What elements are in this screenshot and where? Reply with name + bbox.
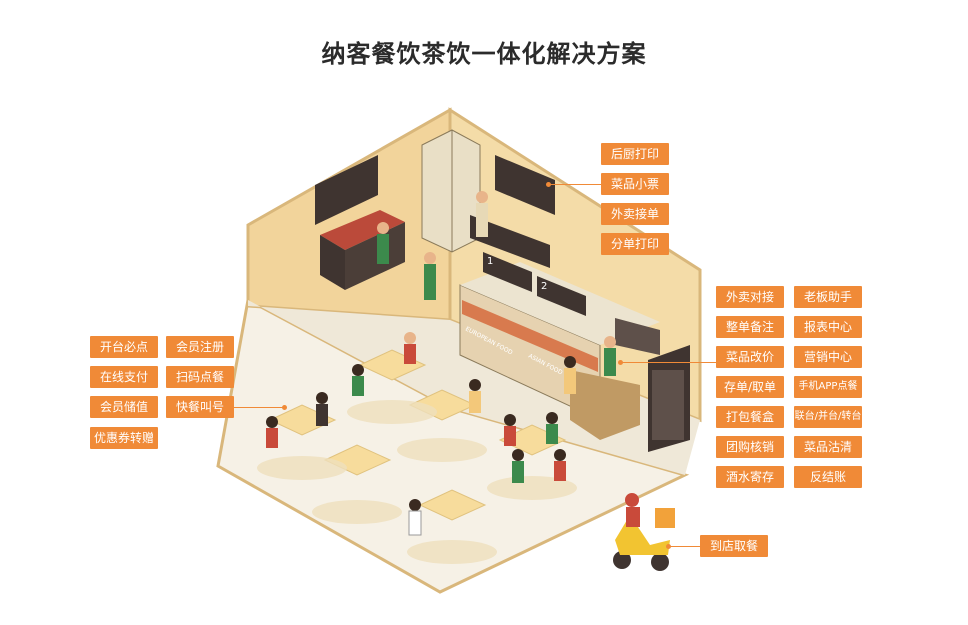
sign-board-2 <box>537 276 586 316</box>
tag-reverse-checkout: 反结账 <box>794 466 862 488</box>
connector-dot-kitchen <box>546 182 551 187</box>
connector-dot-right <box>618 360 623 365</box>
tag-boss-assistant: 老板助手 <box>794 286 862 308</box>
connector-kitchen <box>548 184 601 185</box>
tag-split-print: 分单打印 <box>601 233 669 255</box>
delivery-scooter <box>613 493 675 571</box>
tag-hold-order: 存单/取单 <box>716 376 784 398</box>
tag-kitchen-print: 后厨打印 <box>601 143 669 165</box>
tag-fastfood-call: 快餐叫号 <box>166 396 234 418</box>
tag-dish-ticket: 菜品小票 <box>601 173 669 195</box>
tag-member-register: 会员注册 <box>166 336 234 358</box>
tag-packing-box: 打包餐盒 <box>716 406 784 428</box>
tag-store-pickup: 到店取餐 <box>700 535 768 557</box>
tag-takeout-order: 外卖接单 <box>601 203 669 225</box>
connector-dot-delivery <box>666 544 671 549</box>
cashier-counter <box>570 370 640 440</box>
right-shelf <box>495 155 555 215</box>
connector-dot-left <box>282 405 287 410</box>
page-title: 纳客餐饮茶饮一体化解决方案 <box>321 40 647 68</box>
tag-takeout-dock: 外卖对接 <box>716 286 784 308</box>
people <box>266 191 616 536</box>
tag-report-center: 报表中心 <box>794 316 862 338</box>
tag-scan-order: 扫码点餐 <box>166 366 234 388</box>
tag-member-deposit: 会员储值 <box>90 396 158 418</box>
tag-wine-storage: 酒水寄存 <box>716 466 784 488</box>
tag-marketing-center: 营销中心 <box>794 346 862 368</box>
sign-no-1: 1 <box>487 256 493 267</box>
tag-app-order: 手机APP点餐 <box>794 376 862 398</box>
tag-coupon-gift: 优惠券转赠 <box>90 427 158 449</box>
tag-groupon-verify: 团购核销 <box>716 436 784 458</box>
left-shelf <box>315 155 378 225</box>
tag-order-remark: 整单备注 <box>716 316 784 338</box>
tag-price-change: 菜品改价 <box>716 346 784 368</box>
connector-delivery <box>668 546 700 547</box>
kitchen-counter <box>470 215 550 268</box>
stove <box>320 210 405 250</box>
tag-online-pay: 在线支付 <box>90 366 158 388</box>
tag-open-table: 开台必点 <box>90 336 158 358</box>
left-wall <box>246 107 452 322</box>
sign-board-1 <box>483 252 532 292</box>
sign-no-2: 2 <box>541 281 547 292</box>
tag-table-merge: 联台/并台/转台 <box>794 406 862 428</box>
tag-soldout: 菜品沽清 <box>794 436 862 458</box>
window <box>615 318 660 355</box>
connector-right <box>620 362 716 363</box>
connector-left <box>234 407 284 408</box>
